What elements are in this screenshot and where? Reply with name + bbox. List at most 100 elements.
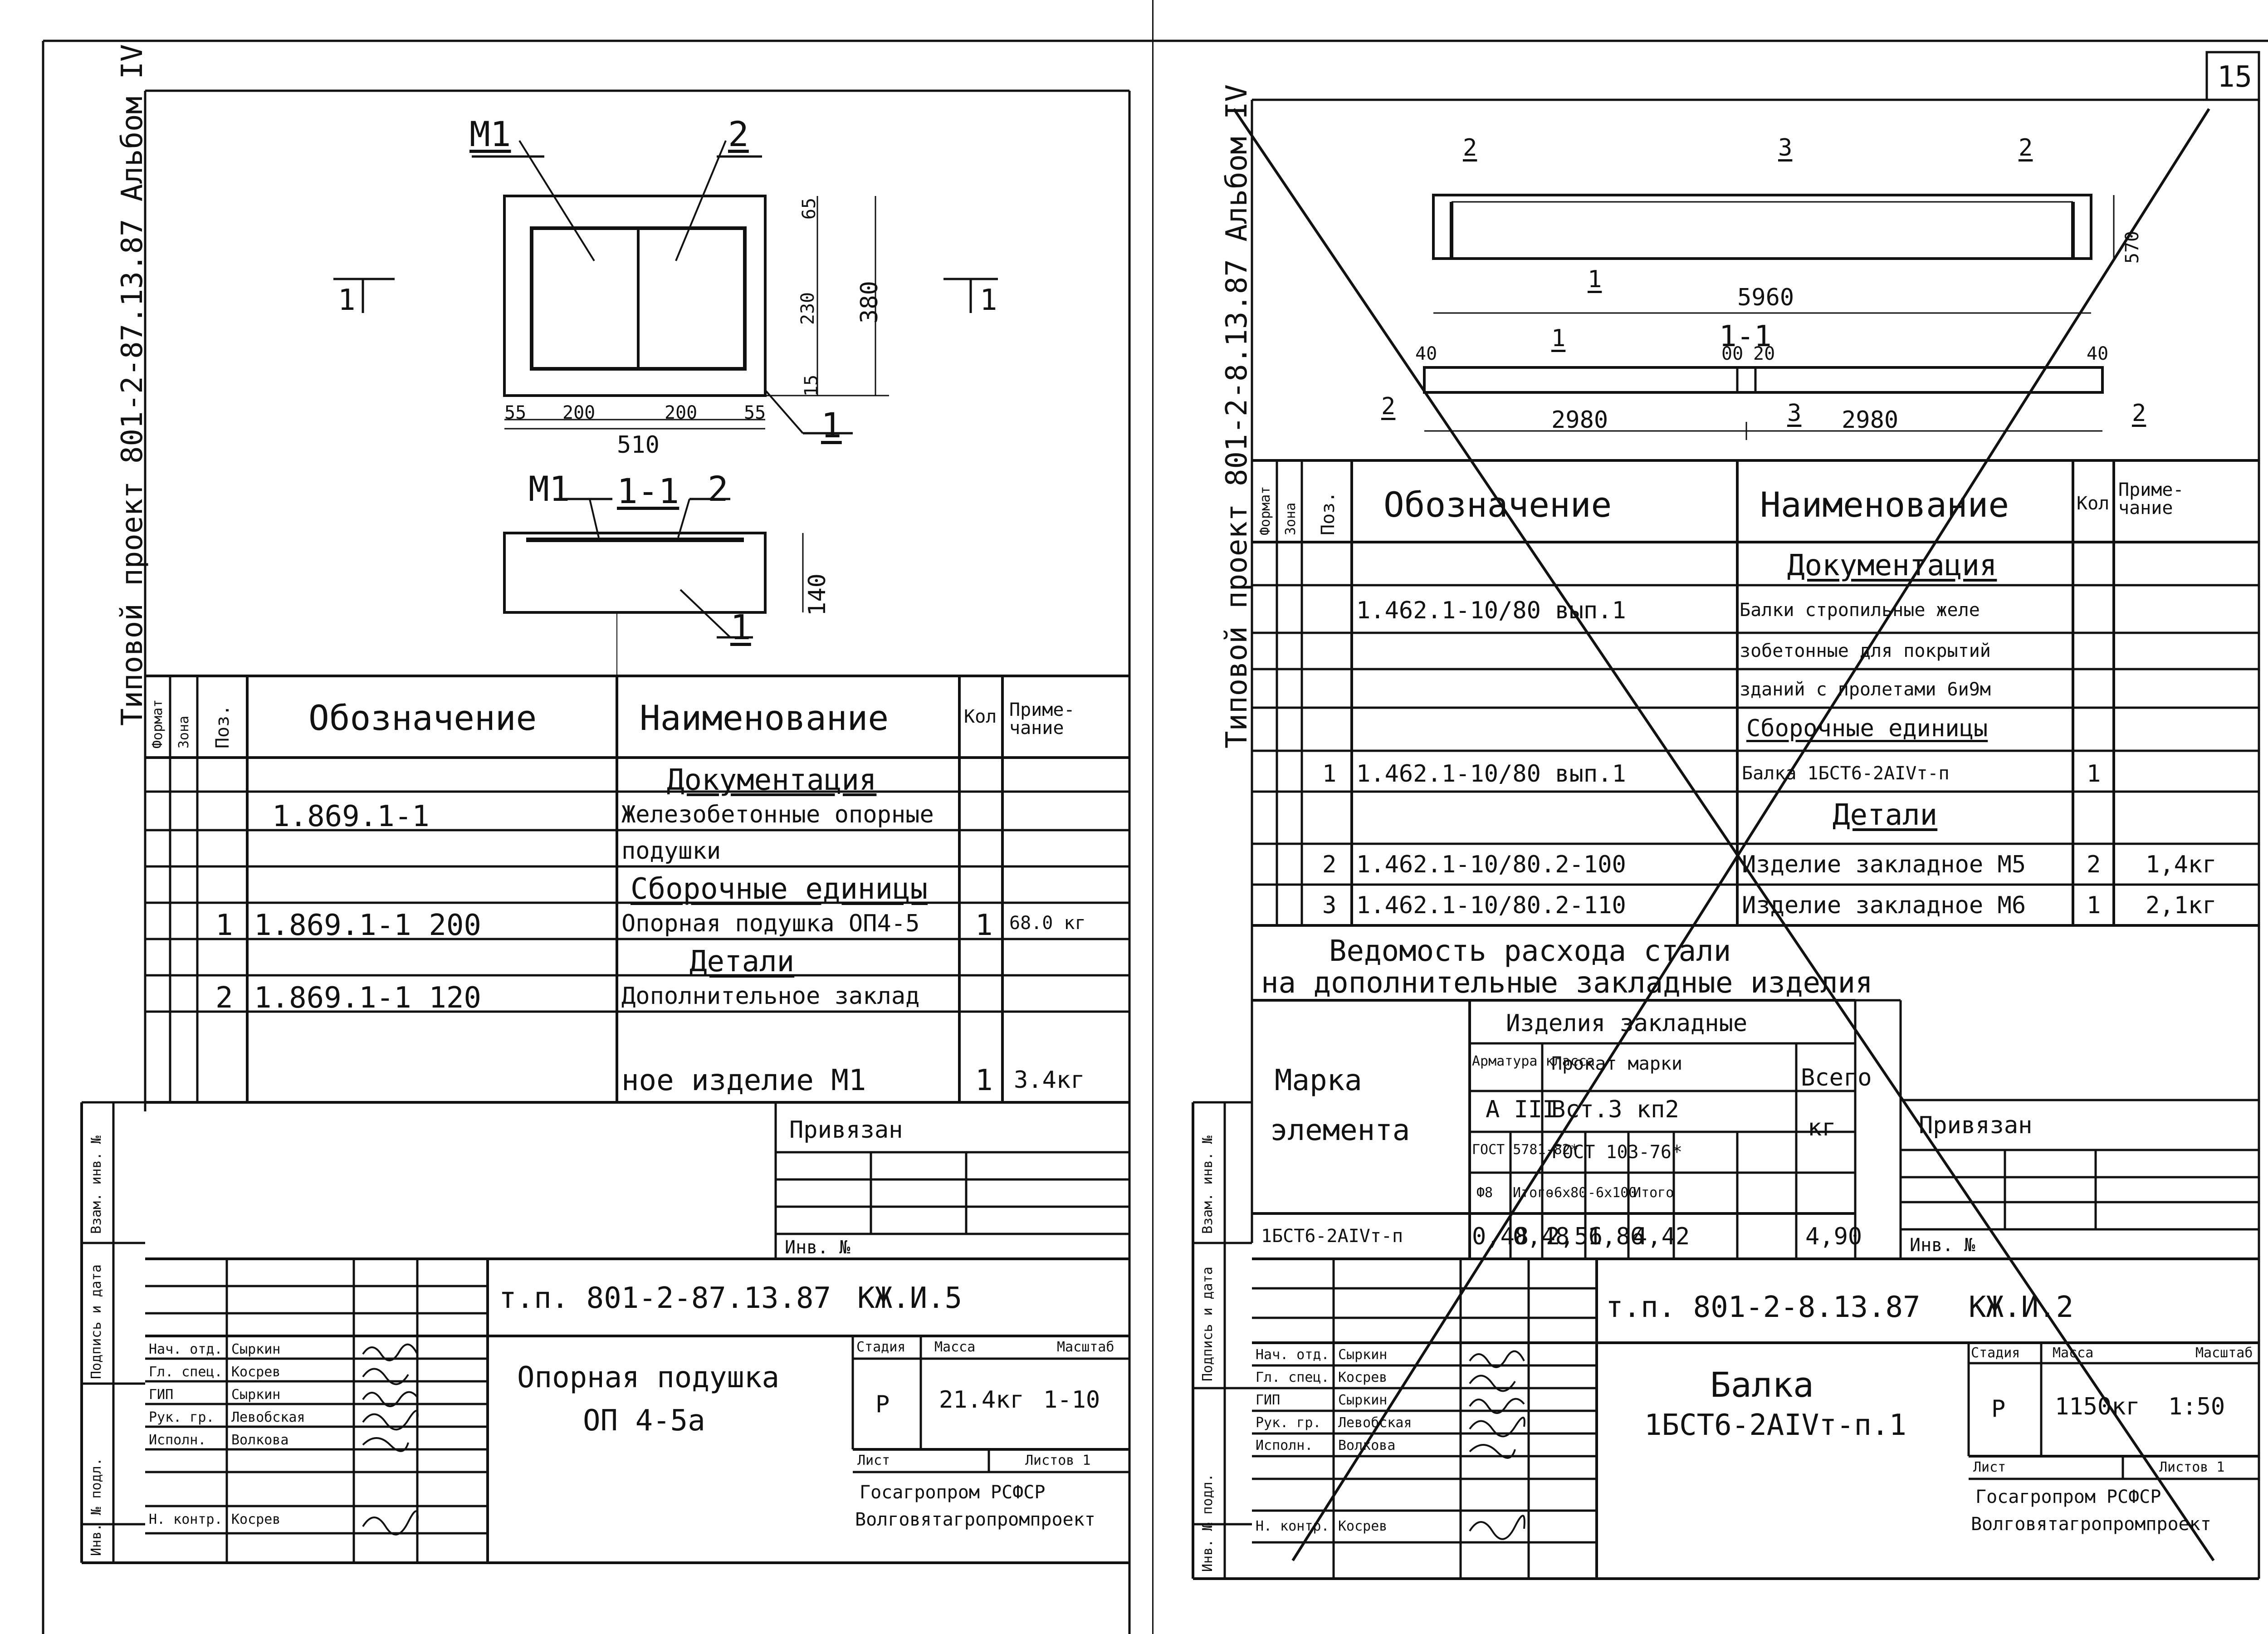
steel-row-r2: 1,86 (1588, 1223, 1645, 1250)
spec-row-name: Детали (1833, 798, 1938, 832)
stamp-sheet-code: КЖ.И.2 (1969, 1291, 2074, 1324)
page-number: 15 (2217, 60, 2253, 94)
spec-row-qty: 1 (975, 909, 993, 942)
stamp-code: т.п. 801-2-8.13.87 (1606, 1291, 1921, 1324)
signer-role: Н. контр. (149, 1512, 223, 1527)
steel-items-header: Изделия закладные (1506, 1010, 1748, 1037)
spec-row-name: Сборочные единицы (1746, 715, 1988, 742)
dim-2980-left: 2980 (1551, 406, 1608, 434)
spec-row-name: Железобетонные опорные (621, 801, 934, 828)
stamp-stage: Р (1991, 1395, 2006, 1423)
mark-3-top: 3 (1778, 134, 1793, 161)
steel-row-d8: 0,48 (1472, 1223, 1529, 1250)
stamp-stage: Р (875, 1391, 890, 1418)
stamp-mass-label: Масса (2053, 1345, 2094, 1361)
mark-2-section-right: 2 (2132, 400, 2146, 427)
steel-total-header: Всего (1801, 1064, 1872, 1091)
spec-row-note: 2,1кг (2146, 892, 2217, 919)
steel-mark-label-2: элемента (1270, 1114, 1410, 1147)
stamp-mass: 1150кг (2055, 1393, 2140, 1420)
section-mark-right: 1 (980, 284, 997, 317)
steel-total-unit: кг (1808, 1114, 1836, 1141)
spec-header-name: Наименование (640, 698, 889, 738)
spec-header-qty: Кол (2077, 493, 2110, 514)
steel-sub-6x100: -6х100 (1588, 1185, 1637, 1201)
spec-row-qty: 1 (2087, 892, 2101, 919)
spec-row-pos: 3 (1322, 892, 1337, 919)
stamp-scale-label: Масштаб (1057, 1339, 1114, 1355)
stamp-org-line2: Волговятагропромпроект (1971, 1514, 2211, 1535)
spec-row-name: Изделие закладное М6 (1742, 892, 2026, 919)
spec-row-name: Балка 1БСТ6-2АIVт-п (1742, 763, 1950, 784)
mark-2-top-right: 2 (2019, 134, 2033, 161)
stamp-scale-label: Масштаб (2195, 1345, 2253, 1361)
dim-55b: 55 (744, 402, 766, 423)
mark-2-section: 2 (708, 469, 728, 509)
stamp-title-line2: 1БСТ6-2АIVт-п.1 (1644, 1409, 1906, 1442)
stamp-mass: 21.4кг (939, 1386, 1024, 1414)
steel-row-r1: 2,56 (1546, 1223, 1603, 1250)
stamp-scale: 1:50 (2168, 1393, 2225, 1420)
signer-role: Гл. спец. (1256, 1370, 1330, 1385)
signer-name: Косрев (1338, 1370, 1388, 1385)
stamp-inv-no: Инв. № (1910, 1235, 1975, 1256)
signer-name: Волкова (231, 1432, 289, 1448)
section-title: 1-1 (617, 471, 679, 511)
spec-header-designation: Обозначение (1383, 484, 1612, 525)
steel-row-total-a: 0,48 (1513, 1223, 1570, 1250)
spec-row-designation: 1.462.1-10/80.2-100 (1356, 851, 1626, 878)
stamp-org-line2: Волговятагропромпроект (855, 1509, 1095, 1530)
steel-title: Ведомость расхода стали (1329, 934, 1731, 968)
stamp-sheet-label: Лист (857, 1453, 890, 1468)
dim-40-left: 40 (1415, 343, 1437, 364)
dim-2980-right: 2980 (1842, 406, 1899, 434)
spec-row-name: Дополнительное заклад (621, 983, 920, 1010)
signature-marks (1469, 1350, 1525, 1540)
signer-role: ГИП (1256, 1392, 1281, 1408)
stamp-title: Балка (1710, 1365, 1814, 1405)
steel-row-mark: 1БСТ6-2АIVт-п (1261, 1226, 1403, 1247)
signer-role: Рук. гр. (1256, 1415, 1321, 1431)
spec-row-designation: 1.869.1-1 200 (254, 909, 481, 942)
signer-name: Косрев (231, 1512, 281, 1527)
steel-sub-total-a: Итого (1513, 1185, 1554, 1201)
steel-row-total: 4,90 (1805, 1223, 1862, 1250)
dim-20: 20 (1753, 343, 1775, 364)
signer-name: Левобская (231, 1409, 305, 1425)
stamp-stage-label: Стадия (1971, 1345, 2020, 1361)
steel-mark-label: Марка (1275, 1064, 1362, 1097)
stamp-sheet-label: Лист (1973, 1459, 2006, 1475)
signer-role: Нач. отд. (149, 1341, 223, 1357)
right-sheet: 15 Типовой проект 801-2-8.13.87 Альбом I… (1152, 0, 2268, 1634)
stamp-mass-label: Масса (934, 1339, 976, 1355)
mark-m1-section: М1 (528, 469, 570, 509)
spec-row-name: Сборочные единицы (631, 872, 928, 906)
signer-role: Исполн. (149, 1432, 206, 1448)
signer-role: Рук. гр. (149, 1409, 215, 1425)
dim-200a: 200 (562, 402, 596, 423)
signer-name: Сыркин (1338, 1347, 1388, 1363)
spec-row-qty: 1 (975, 1064, 993, 1097)
steel-rolled-header: Прокат марки (1551, 1053, 1682, 1074)
stamp-title-line2: ОП 4-5а (583, 1404, 705, 1438)
stamp-linked: Привязан (789, 1116, 903, 1144)
dim-5960: 5960 (1737, 284, 1794, 311)
signer-name: Сыркин (1338, 1392, 1388, 1408)
spec-row-name: зобетонные для покрытий (1740, 641, 1991, 661)
steel-sub-d8: Ф8 (1476, 1185, 1493, 1201)
signer-name: Косрев (231, 1364, 281, 1380)
spec-row-designation: 1.869.1-1 (272, 800, 430, 833)
stamp-sheets-label: Листов 1 (1025, 1453, 1091, 1468)
steel-rebar-header: Арматура класса (1472, 1053, 1595, 1069)
spec-header-note: Приме-чание (2118, 479, 2184, 519)
steel-sub-total-b: Итого (1633, 1185, 1674, 1201)
mark-2-section-left: 2 (1381, 393, 1396, 420)
spec-header-designation: Обозначение (308, 698, 537, 738)
steel-title-line2: на дополнительные закладные изделия (1261, 966, 1873, 1000)
spec-row-pos: 2 (1322, 851, 1337, 878)
signer-role: ГИП (149, 1387, 174, 1403)
signer-role: Исполн. (1256, 1438, 1313, 1453)
mark-2-label: 2 (728, 114, 749, 154)
steel-rebar-class: А III (1486, 1096, 1557, 1123)
mark-2-top-left: 2 (1463, 134, 1477, 161)
